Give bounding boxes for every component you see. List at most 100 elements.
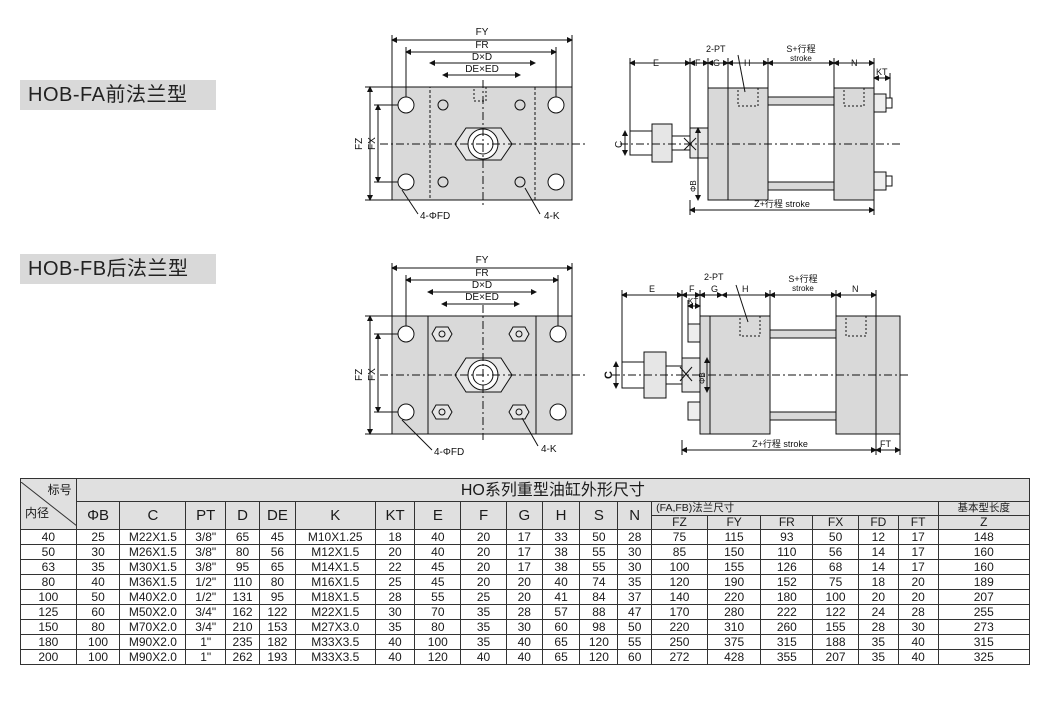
fb-label-fz: FZ [354, 369, 365, 381]
table-cell: 55 [579, 544, 619, 560]
flange-group-header: (FA,FB)法兰尺寸 [651, 501, 939, 516]
col-header: E [414, 501, 462, 530]
table-cell: 35 [75, 559, 121, 575]
fb-label-n: N [852, 284, 859, 294]
table-cell: 65 [225, 529, 260, 545]
table-cell: 126 [760, 559, 814, 575]
table-cell: 1/2" [185, 589, 227, 605]
fb-label-fx: FX [367, 368, 378, 381]
table-row-bore: 150 [20, 619, 77, 635]
table-cell: 20 [460, 574, 507, 590]
table-cell: 17 [505, 529, 543, 545]
table-cell: 60 [617, 649, 653, 665]
table-cell: M10X1.25 [294, 529, 376, 545]
table-cell: 20 [897, 589, 939, 605]
table-cell: 38 [541, 544, 581, 560]
table-cell: 40 [897, 649, 939, 665]
table-cell: 95 [225, 559, 260, 575]
table-cell: 120 [579, 634, 619, 650]
col-header: PT [185, 501, 227, 530]
table-cell: 110 [760, 544, 814, 560]
table-cell: 150 [706, 544, 762, 560]
table-cell: 80 [225, 544, 260, 560]
table-cell: 120 [414, 649, 462, 665]
table-cell: 37 [617, 589, 653, 605]
table-row-bore: 100 [20, 589, 77, 605]
table-cell: 189 [937, 574, 1030, 590]
table-cell: 3/8" [185, 529, 227, 545]
fb-label-kt: KT [688, 297, 698, 306]
table-cell: 88 [579, 604, 619, 620]
table-cell: 14 [857, 559, 899, 575]
table-cell: 40 [414, 544, 462, 560]
fb-label-fr: FR [475, 268, 488, 279]
col-header: H [541, 501, 581, 530]
table-cell: 68 [812, 559, 859, 575]
table-cell: 56 [259, 544, 296, 560]
table-cell: 162 [225, 604, 260, 620]
table-cell: 272 [651, 649, 708, 665]
table-cell: 220 [706, 589, 762, 605]
table-row-bore: 40 [20, 529, 77, 545]
table-cell: 182 [259, 634, 296, 650]
table-row-bore: 50 [20, 544, 77, 560]
fb-label-k: 4-K [541, 444, 557, 455]
table-row-bore: 80 [20, 574, 77, 590]
fa-label-dexed: DE×ED [465, 64, 499, 75]
table-cell: 20 [857, 589, 899, 605]
table-cell: 131 [225, 589, 260, 605]
fa-label-f: F [695, 58, 701, 68]
table-cell: 28 [617, 529, 653, 545]
table-cell: 56 [812, 544, 859, 560]
table-cell: 428 [706, 649, 762, 665]
fb-label-fy: FY [476, 255, 489, 266]
table-cell: 18 [857, 574, 899, 590]
table-cell: M36X1.5 [119, 574, 187, 590]
table-cell: 95 [259, 589, 296, 605]
table-cell: M33X3.5 [294, 634, 376, 650]
table-cell: 80 [75, 619, 121, 635]
table-cell: 190 [706, 574, 762, 590]
table-cell: 65 [259, 559, 296, 575]
table-cell: 155 [812, 619, 859, 635]
col-header: N [617, 501, 653, 530]
table-corner-top: 标号 [47, 483, 72, 497]
table-cell: 153 [259, 619, 296, 635]
table-row-bore: 125 [20, 604, 77, 620]
table-cell: 220 [651, 619, 708, 635]
table-cell: 262 [225, 649, 260, 665]
fb-label-dxd: D×D [472, 280, 492, 291]
fb-front-view [365, 263, 585, 451]
table-cell: 35 [617, 574, 653, 590]
fa-label-stroke-bottom: stroke [790, 54, 812, 63]
table-cell: 55 [617, 634, 653, 650]
table-cell: M30X1.5 [119, 559, 187, 575]
table-cell: 40 [541, 574, 581, 590]
table-cell: 25 [460, 589, 507, 605]
table-cell: 40 [75, 574, 121, 590]
table-cell: 152 [760, 574, 814, 590]
table-cell: 155 [706, 559, 762, 575]
table-cell: 140 [651, 589, 708, 605]
table-cell: 40 [374, 634, 416, 650]
table-cell: 273 [937, 619, 1030, 635]
table-cell: 84 [579, 589, 619, 605]
fb-label-dexed: DE×ED [465, 292, 499, 303]
col-header: D [225, 501, 260, 530]
table-cell: 30 [374, 604, 416, 620]
table-cell: 222 [760, 604, 814, 620]
table-cell: 100 [75, 649, 121, 665]
table-cell: 30 [897, 619, 939, 635]
fa-label-h: H [744, 58, 751, 68]
flange-col-header: FX [812, 515, 859, 530]
fb-label-e: E [649, 284, 655, 294]
table-cell: 65 [541, 649, 581, 665]
table-cell: 235 [225, 634, 260, 650]
fa-label-fz: FZ [354, 138, 365, 150]
